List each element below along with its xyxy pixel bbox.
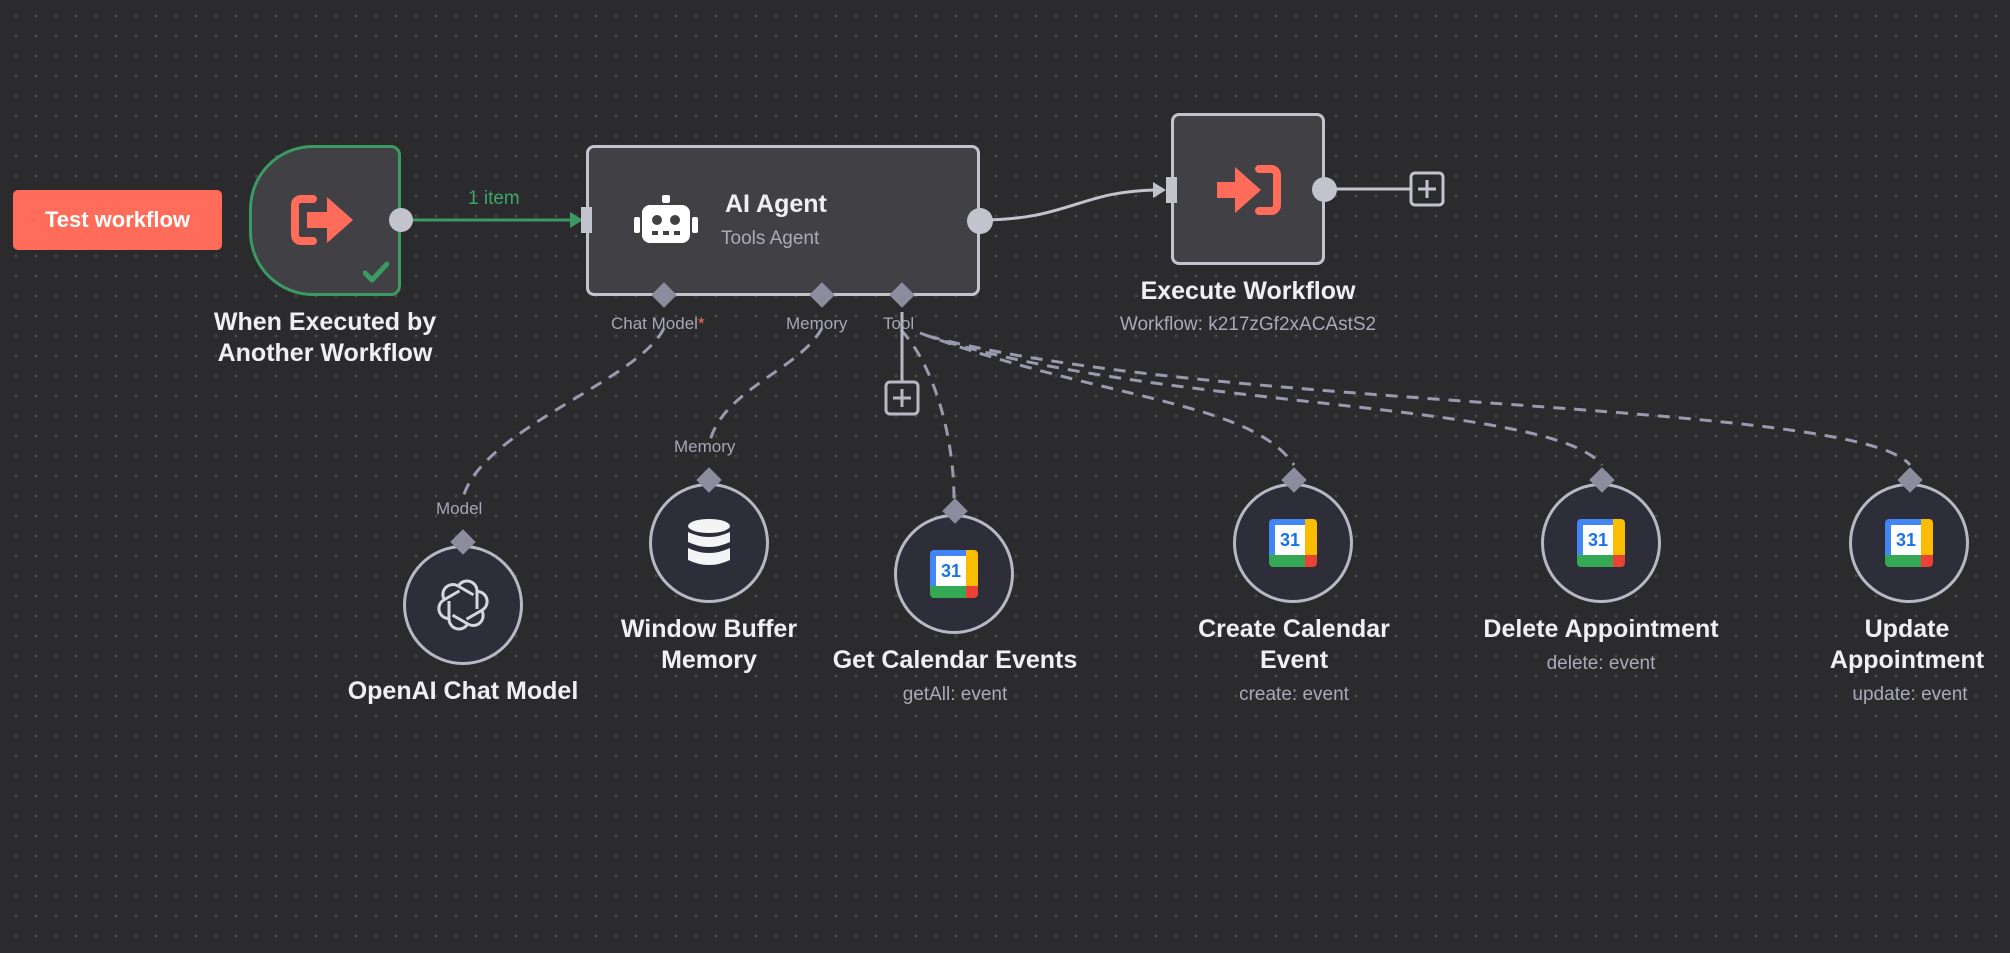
google-calendar-icon: 31 bbox=[1577, 519, 1625, 567]
execute-output-port[interactable] bbox=[1312, 177, 1337, 202]
connection-chat-model[interactable] bbox=[461, 327, 666, 499]
openai-icon bbox=[437, 579, 489, 631]
create-calendar-event-title: Create Calendar Event bbox=[1198, 615, 1390, 674]
execute-input-port[interactable] bbox=[1166, 177, 1177, 203]
window-buffer-memory-title: Window Buffer Memory bbox=[620, 615, 798, 674]
create-calendar-event-node[interactable]: 31 bbox=[1233, 483, 1353, 603]
delete-appointment-node[interactable]: 31 bbox=[1541, 483, 1661, 603]
agent-input-port[interactable] bbox=[581, 207, 592, 233]
memory-input-label: Memory bbox=[674, 437, 736, 456]
update-appointment-title: Update Appointment bbox=[1829, 615, 1985, 674]
calendar-date-text: 31 bbox=[1279, 529, 1301, 550]
google-calendar-icon: 31 bbox=[1269, 519, 1317, 567]
get-calendar-events-subtitle: getAll: event bbox=[902, 684, 1008, 705]
trigger-output-port[interactable] bbox=[389, 208, 413, 232]
agent-output-port[interactable] bbox=[967, 208, 993, 234]
database-icon bbox=[688, 519, 730, 565]
execute-workflow-title: Execute Workflow bbox=[1140, 277, 1356, 305]
tool-add-button[interactable] bbox=[884, 380, 920, 416]
model-port-label: Model bbox=[436, 499, 483, 518]
ai-agent-title: AI Agent bbox=[725, 190, 827, 218]
connection-agent-execute[interactable] bbox=[979, 188, 1161, 222]
window-buffer-memory-node[interactable] bbox=[649, 483, 769, 603]
connection-tool-update-appointment[interactable] bbox=[927, 334, 1912, 466]
connection-memory[interactable] bbox=[707, 327, 824, 446]
ai-agent-subtitle: Tools Agent bbox=[721, 228, 820, 249]
connection-tool-get-events[interactable] bbox=[899, 328, 956, 506]
connection-tool-delete-appointment[interactable] bbox=[924, 333, 1604, 466]
google-calendar-icon: 31 bbox=[1885, 519, 1933, 567]
trigger-title: When Executed by Another Workflow bbox=[213, 308, 437, 367]
sign-in-arrow-icon bbox=[1214, 160, 1282, 220]
robot-icon bbox=[630, 192, 702, 250]
calendar-date-text: 31 bbox=[1895, 529, 1917, 550]
memory-port-label: Memory bbox=[786, 314, 848, 333]
sign-out-arrow-icon bbox=[290, 190, 360, 250]
connection-item-count: 1 item bbox=[468, 188, 520, 209]
openai-chat-model-title: OpenAI Chat Model bbox=[347, 677, 579, 705]
test-workflow-button[interactable]: Test workflow bbox=[13, 190, 222, 250]
chat-model-port-label: Chat Model* bbox=[611, 314, 705, 333]
openai-chat-model-node[interactable] bbox=[403, 545, 523, 665]
success-check-icon bbox=[362, 261, 390, 283]
execute-workflow-subtitle: Workflow: k217zGf2xACAstS2 bbox=[1119, 314, 1377, 335]
get-calendar-events-node[interactable]: 31 bbox=[894, 514, 1014, 634]
calendar-date-text: 31 bbox=[940, 560, 962, 581]
google-calendar-icon: 31 bbox=[930, 550, 978, 598]
update-appointment-node[interactable]: 31 bbox=[1849, 483, 1969, 603]
calendar-date-text: 31 bbox=[1587, 529, 1609, 550]
add-node-button[interactable] bbox=[1409, 171, 1445, 207]
delete-appointment-title: Delete Appointment bbox=[1483, 615, 1719, 643]
delete-appointment-subtitle: delete: event bbox=[1546, 653, 1656, 674]
connection-tool-create-event[interactable] bbox=[919, 331, 1296, 466]
get-calendar-events-title: Get Calendar Events bbox=[832, 646, 1078, 674]
update-appointment-subtitle: update: event bbox=[1852, 684, 1968, 705]
create-calendar-event-subtitle: create: event bbox=[1239, 684, 1349, 705]
tool-port-label: Tool bbox=[883, 314, 915, 333]
